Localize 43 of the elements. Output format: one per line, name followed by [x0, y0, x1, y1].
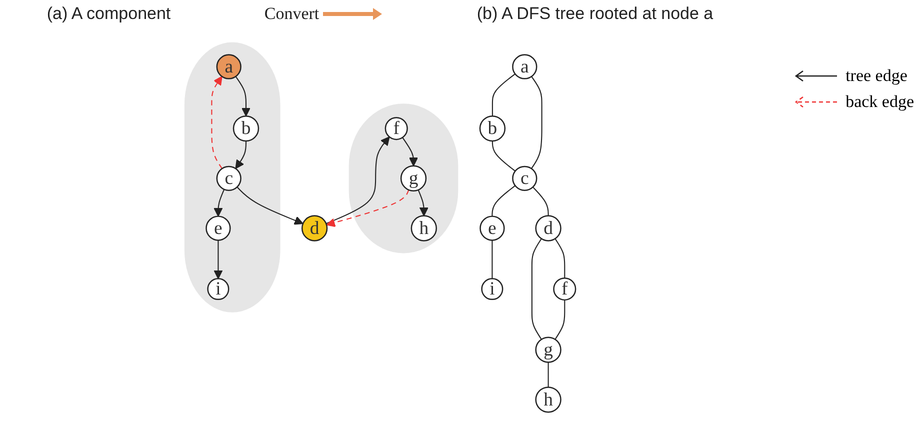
- arrow: [235, 76, 251, 116]
- connector: [531, 76, 542, 169]
- legend-label: tree edge: [846, 66, 908, 86]
- connector: [492, 185, 516, 216]
- legend-label: back edge: [846, 92, 914, 112]
- connector: [492, 74, 516, 116]
- panel-title: (b) A DFS tree rooted at node a: [476, 4, 714, 24]
- node-circle: e: [480, 216, 505, 241]
- arrow: [235, 141, 247, 169]
- panel-title: (a) A component: [46, 4, 171, 24]
- node-circle: g: [400, 165, 427, 192]
- arrow-label: Convert: [264, 4, 320, 24]
- arrow: [326, 136, 390, 224]
- connector: [554, 238, 566, 278]
- connector: [532, 186, 549, 216]
- connector: [554, 300, 566, 340]
- connector: [531, 238, 542, 340]
- node-circle: d: [301, 215, 328, 242]
- node-circle: f: [384, 117, 408, 140]
- node-circle: a: [216, 54, 242, 80]
- node-circle: h: [410, 215, 437, 242]
- node-circle: f: [553, 278, 576, 301]
- arrow: [214, 240, 223, 280]
- node-circle: c: [216, 166, 242, 191]
- arrow: [402, 137, 418, 166]
- arrow: [418, 190, 428, 216]
- node-circle: c: [512, 166, 538, 191]
- node-circle: b: [479, 115, 506, 142]
- node-circle: i: [481, 278, 504, 300]
- arrow: [214, 189, 225, 217]
- arrow: [236, 186, 304, 225]
- node-circle: h: [535, 386, 562, 413]
- node-circle: e: [206, 216, 231, 241]
- node-circle: d: [535, 215, 562, 242]
- arrow: [326, 190, 410, 228]
- node-circle: g: [535, 336, 562, 363]
- connector: [548, 362, 549, 388]
- connector: [492, 141, 516, 172]
- node-circle: b: [232, 115, 260, 142]
- connector: [492, 240, 493, 279]
- arrow: [211, 76, 222, 169]
- node-circle: a: [512, 54, 538, 80]
- node-circle: i: [207, 278, 230, 300]
